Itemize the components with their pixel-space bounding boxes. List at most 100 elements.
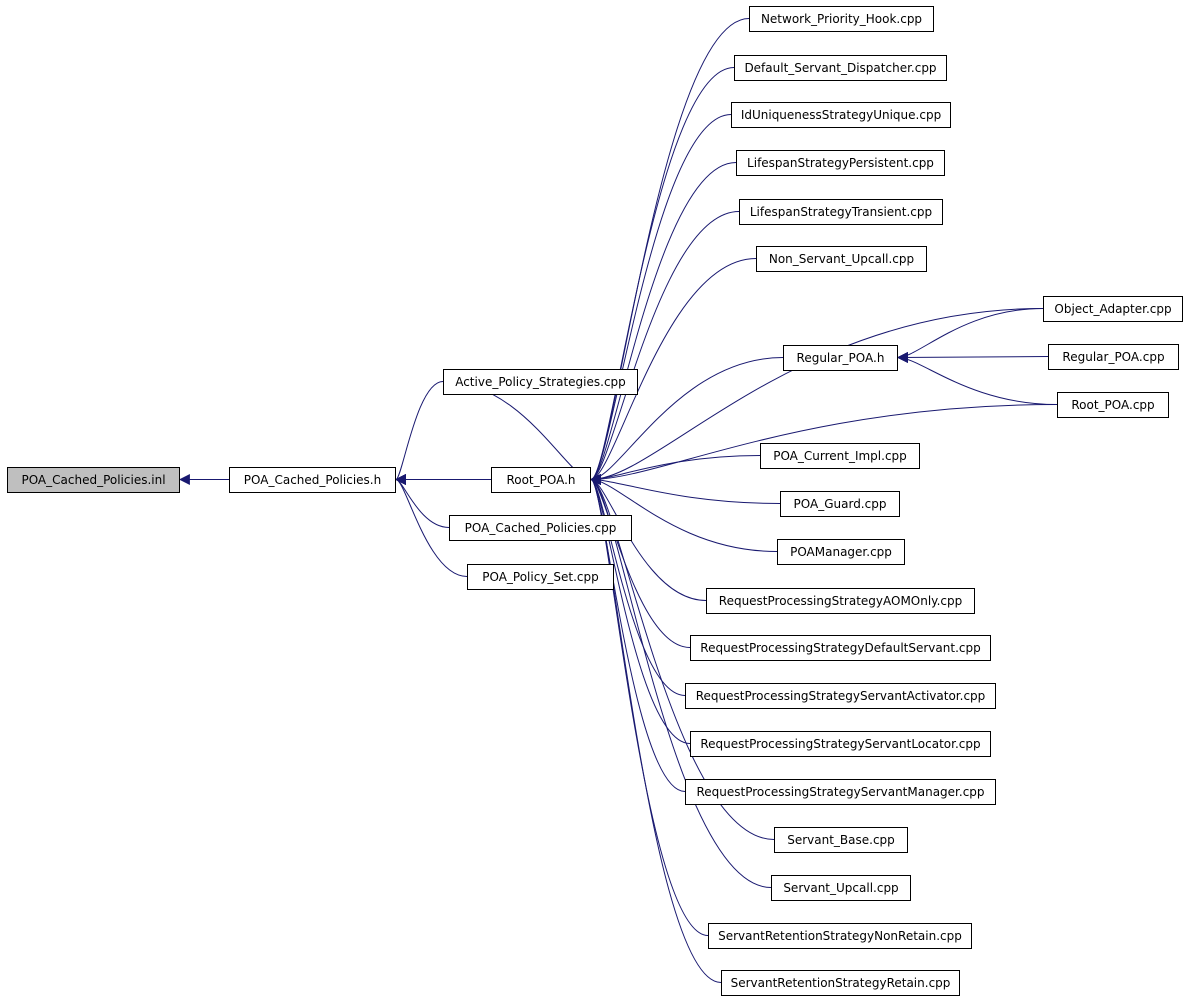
node-box — [706, 588, 975, 614]
node-box — [721, 970, 960, 996]
node-nph[interactable]: Network_Priority_Hook.cpp — [749, 6, 934, 32]
node-rpl[interactable]: RequestProcessingStrategyServantLocator.… — [690, 731, 991, 757]
node-rpm[interactable]: RequestProcessingStrategyServantManager.… — [685, 779, 996, 805]
node-box — [771, 875, 911, 901]
edge-nsu-to-rph — [589, 258, 757, 485]
node-rpc[interactable]: Root_POA.cpp — [1057, 392, 1169, 418]
node-aps[interactable]: Active_Policy_Strategies.cpp — [443, 369, 638, 395]
node-box — [708, 923, 972, 949]
node-rph[interactable]: Root_POA.h — [491, 467, 591, 493]
node-label: Root_POA.cpp — [1071, 398, 1154, 412]
node-rpd[interactable]: RequestProcessingStrategyDefaultServant.… — [690, 635, 991, 661]
node-label: ServantRetentionStrategyNonRetain.cpp — [718, 929, 962, 943]
node-label: Servant_Base.cpp — [787, 833, 895, 847]
node-srr[interactable]: ServantRetentionStrategyRetain.cpp — [721, 970, 960, 996]
node-label: Servant_Upcall.cpp — [783, 881, 898, 895]
node-label: RequestProcessingStrategyDefaultServant.… — [700, 641, 980, 655]
edge-nph-to-rph — [589, 18, 750, 485]
node-box — [731, 102, 951, 128]
node-label: Non_Servant_Upcall.cpp — [769, 252, 914, 266]
node-rps[interactable]: RequestProcessingStrategyServantActivato… — [685, 683, 996, 709]
node-nsu[interactable]: Non_Servant_Upcall.cpp — [756, 246, 927, 272]
node-srn[interactable]: ServantRetentionStrategyNonRetain.cpp — [708, 923, 972, 949]
edge-pps-to-cph — [394, 474, 468, 577]
node-box — [739, 199, 943, 225]
node-box — [690, 635, 991, 661]
edge-aps-to-cph — [394, 381, 444, 485]
node-box — [749, 6, 934, 32]
node-box — [756, 246, 927, 272]
node-box — [7, 467, 180, 493]
node-box — [760, 443, 920, 469]
node-sbs[interactable]: Servant_Base.cpp — [774, 827, 908, 853]
edge-oad-to-rgh — [896, 308, 1044, 363]
node-box — [491, 467, 591, 493]
node-label: POA_Cached_Policies.cpp — [465, 521, 617, 535]
node-label: Regular_POA.h — [797, 351, 885, 365]
edge-aps-to-rph — [442, 381, 593, 485]
edge-rgh-to-rph — [589, 357, 784, 485]
edge-pgd-to-rph — [589, 474, 781, 504]
node-idu[interactable]: IdUniquenessStrategyUnique.cpp — [731, 102, 951, 128]
node-sup[interactable]: Servant_Upcall.cpp — [771, 875, 911, 901]
edge-srr-to-rph — [589, 474, 722, 983]
node-box — [467, 564, 614, 590]
node-label: POA_Cached_Policies.inl — [21, 473, 165, 487]
node-label: ServantRetentionStrategyRetain.cpp — [731, 976, 951, 990]
node-label: RequestProcessingStrategyServantManager.… — [696, 785, 984, 799]
node-label: POA_Cached_Policies.h — [244, 473, 381, 487]
node-pmg[interactable]: POAManager.cpp — [777, 539, 905, 565]
node-label: Network_Priority_Hook.cpp — [761, 12, 922, 26]
node-label: RequestProcessingStrategyServantActivato… — [696, 689, 986, 703]
node-lst[interactable]: LifespanStrategyTransient.cpp — [739, 199, 943, 225]
node-box — [1057, 392, 1169, 418]
node-pci[interactable]: POA_Current_Impl.cpp — [760, 443, 920, 469]
node-label: Object_Adapter.cpp — [1054, 302, 1171, 316]
node-lsp[interactable]: LifespanStrategyPersistent.cpp — [736, 150, 945, 176]
edge-rgc-to-rgh — [896, 351, 1049, 363]
node-label: POA_Policy_Set.cpp — [482, 570, 599, 584]
edge-rpc-to-rgh — [896, 352, 1058, 405]
node-rgc[interactable]: Regular_POA.cpp — [1048, 344, 1179, 370]
node-label: Root_POA.h — [506, 473, 575, 487]
node-box — [774, 827, 908, 853]
node-box — [1048, 344, 1179, 370]
node-cph[interactable]: POA_Cached_Policies.h — [229, 467, 396, 493]
node-cpc[interactable]: POA_Cached_Policies.cpp — [449, 515, 632, 541]
node-pgd[interactable]: POA_Guard.cpp — [780, 491, 900, 517]
node-box — [736, 150, 945, 176]
node-box — [229, 467, 396, 493]
node-box — [780, 491, 900, 517]
edge-idu-to-rph — [589, 114, 732, 485]
edge-cpc-to-cph — [394, 474, 450, 528]
edge-lsp-to-rph — [589, 162, 737, 485]
node-label: IdUniquenessStrategyUnique.cpp — [741, 108, 941, 122]
node-pps[interactable]: POA_Policy_Set.cpp — [467, 564, 614, 590]
edge-rpl-to-rph — [589, 474, 691, 744]
node-rpa[interactable]: RequestProcessingStrategyAOMOnly.cpp — [706, 588, 975, 614]
node-box — [734, 55, 947, 81]
node-box — [777, 539, 905, 565]
edges-layer — [178, 18, 1058, 983]
node-dsd[interactable]: Default_Servant_Dispatcher.cpp — [734, 55, 947, 81]
node-rgh[interactable]: Regular_POA.h — [783, 345, 898, 371]
node-label: RequestProcessingStrategyAOMOnly.cpp — [719, 594, 962, 608]
node-box — [690, 731, 991, 757]
node-oad[interactable]: Object_Adapter.cpp — [1043, 296, 1183, 322]
node-label: POA_Current_Impl.cpp — [773, 449, 907, 463]
edge-pci-to-rph — [589, 455, 761, 485]
node-box — [1043, 296, 1183, 322]
edge-rpc-to-rph — [589, 404, 1058, 485]
edge-pmg-to-rph — [589, 474, 778, 552]
node-box — [783, 345, 898, 371]
node-label: POA_Guard.cpp — [794, 497, 887, 511]
edge-sup-to-rph — [589, 474, 772, 888]
node-label: Active_Policy_Strategies.cpp — [455, 375, 626, 389]
node-inl[interactable]: POA_Cached_Policies.inl — [7, 467, 180, 493]
node-box — [449, 515, 632, 541]
edge-oad-to-rph — [589, 308, 1044, 485]
edge-dsd-to-rph — [589, 67, 735, 485]
node-box — [443, 369, 638, 395]
